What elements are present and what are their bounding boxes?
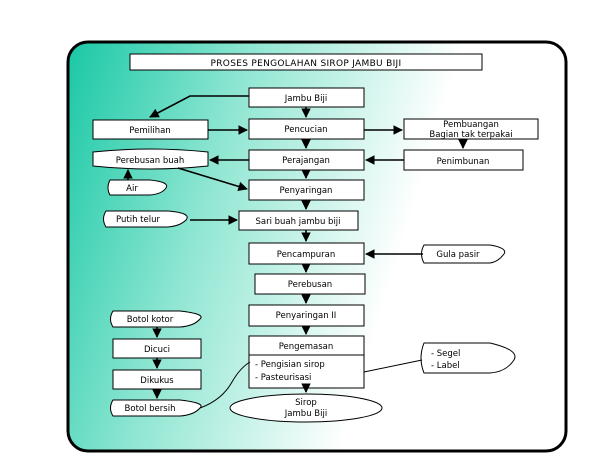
node-sirop-ellipse: [229, 393, 383, 423]
node-putih-telur-shape: [103, 210, 188, 228]
node-sirop-line2: Jambu Biji: [284, 409, 327, 419]
node-pembuangan-line1: Pembuangan: [443, 120, 499, 130]
node-putih-telur: Putih telur: [116, 215, 160, 225]
node-jambu-biji: Jambu Biji: [284, 94, 327, 104]
node-dikukus: Dikukus: [140, 376, 174, 386]
node-botol-bersih-shape: [110, 399, 202, 417]
node-pasteurisasi: - Pasteurisasi: [255, 373, 311, 383]
node-pencampuran: Pencampuran: [277, 250, 335, 260]
node-pengisian-sirop: - Pengisian sirop: [255, 360, 325, 370]
node-botol-bersih: Botol bersih: [125, 404, 176, 414]
node-air: Air: [126, 184, 138, 194]
node-pengemasan-box: [248, 335, 365, 389]
node-sari-buah: Sari buah jambu biji: [255, 217, 340, 227]
node-pembuangan-line2: Bagian tak terpakai: [429, 130, 512, 140]
node-perajangan: Perajangan: [282, 156, 330, 166]
node-pembuangan-box: [403, 118, 539, 140]
node-perebusan-box: [254, 273, 366, 295]
node-penimbunan: Penimbunan: [437, 157, 490, 167]
node-botol-kotor: Botol kotor: [127, 315, 174, 325]
connector-perebusan-buah-to-penyaringan: [177, 167, 248, 192]
node-dicuci: Dicuci: [144, 345, 170, 355]
node-segel-label-shape: [420, 342, 516, 374]
node-label: - Label: [431, 361, 460, 371]
diagram-title: PROSES PENGOLAHAN SIROP JAMBU BIJI: [211, 59, 402, 69]
connector-jambu-to-pemilihan: [149, 95, 249, 118]
title-box: [129, 53, 483, 71]
node-botol-kotor-shape: [110, 310, 202, 328]
node-segel: - Segel: [431, 349, 460, 359]
node-penyaringan-2: Penyaringan II: [276, 311, 337, 321]
node-penyaringan: Penyaringan: [280, 186, 333, 196]
connector-botol-bersih-to-pengemasan: [199, 361, 251, 409]
node-perebusan-buah-shape: [92, 148, 209, 170]
node-pemilihan: Pemilihan: [129, 126, 170, 136]
node-sari-buah-box: [238, 210, 359, 231]
node-perebusan: Perebusan: [288, 280, 332, 290]
node-perebusan-buah: Perebusan buah: [116, 156, 184, 166]
node-sirop-line1: Sirop: [295, 398, 317, 408]
node-gula-pasir: Gula pasir: [436, 250, 480, 260]
node-pengemasan: Pengemasan: [279, 342, 334, 352]
connector-segel-to-pengemasan: [363, 359, 423, 373]
node-pencucian: Pencucian: [284, 125, 327, 135]
node-air-shape: [107, 179, 168, 196]
